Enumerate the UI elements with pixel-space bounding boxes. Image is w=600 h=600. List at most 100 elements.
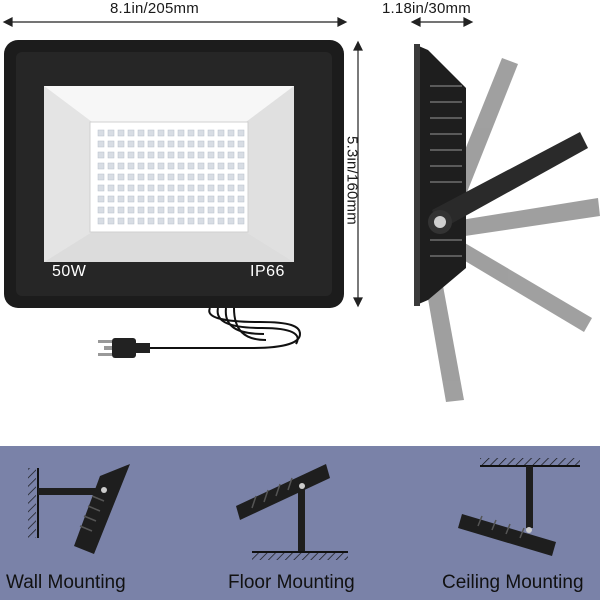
height-dimension-arrow [353,40,363,308]
led-chip [127,217,135,225]
led-chip [117,129,125,137]
led-chip [187,129,195,137]
led-chip [147,129,155,137]
power-rating-label: 50W [52,263,87,280]
led-chip [237,151,245,159]
power-cord [150,307,302,349]
floodlight-side-view [414,44,600,402]
led-chip [127,162,135,170]
led-chip [157,140,165,148]
plug-icon [98,338,150,358]
led-chip [177,173,185,181]
led-chip [137,173,145,181]
led-chip [207,162,215,170]
led-chip [137,129,145,137]
led-chip [147,151,155,159]
led-chip [107,206,115,214]
led-chip [217,129,225,137]
led-chip [187,195,195,203]
floodlight-product-illustration [2,17,600,402]
led-chip [107,151,115,159]
led-chip [117,206,125,214]
led-chip [177,151,185,159]
led-chip [207,206,215,214]
led-chip [117,151,125,159]
led-chip [197,195,205,203]
led-chip [207,195,215,203]
led-chip [177,217,185,225]
led-chip [157,195,165,203]
led-chip [137,217,145,225]
led-chip [167,151,175,159]
led-chip [167,206,175,214]
led-chip [137,195,145,203]
floor-mounting-label: Floor Mounting [228,572,355,593]
led-chip [177,206,185,214]
led-chip [107,162,115,170]
led-chip [127,173,135,181]
led-chip [97,140,105,148]
led-chip [197,151,205,159]
led-chip [227,173,235,181]
led-chip [167,217,175,225]
ceiling-mounting-diagram [458,458,580,556]
led-chip-array [97,129,245,225]
led-chip [227,140,235,148]
led-chip [117,184,125,192]
led-chip [177,140,185,148]
led-chip [157,173,165,181]
led-chip [227,217,235,225]
led-chip [167,195,175,203]
led-chip [237,195,245,203]
led-chip [157,217,165,225]
led-chip [187,151,195,159]
led-chip [107,184,115,192]
led-chip [217,217,225,225]
led-chip [137,140,145,148]
led-chip [157,162,165,170]
led-chip [207,173,215,181]
led-chip [217,151,225,159]
led-chip [237,206,245,214]
led-chip [167,162,175,170]
led-chip [217,140,225,148]
led-chip [147,162,155,170]
led-chip [177,184,185,192]
led-chip [187,162,195,170]
led-chip [237,217,245,225]
led-chip [227,129,235,137]
led-chip [197,217,205,225]
led-chip [147,206,155,214]
led-chip [157,129,165,137]
led-chip [237,129,245,137]
led-chip [127,184,135,192]
ip-rating-label: IP66 [250,263,285,280]
led-chip [177,129,185,137]
wall-mounting-label: Wall Mounting [6,572,126,593]
ceiling-mounting-label: Ceiling Mounting [442,572,584,593]
depth-dimension-arrow [410,17,474,27]
led-chip [107,195,115,203]
led-chip [147,217,155,225]
led-chip [147,195,155,203]
led-chip [117,195,125,203]
led-chip [127,140,135,148]
led-chip [157,184,165,192]
led-chip [197,173,205,181]
led-chip [207,184,215,192]
led-chip [187,184,195,192]
led-chip [197,140,205,148]
led-chip [207,151,215,159]
led-chip [167,140,175,148]
led-chip [217,173,225,181]
led-chip [117,162,125,170]
led-chip [217,195,225,203]
led-chip [97,217,105,225]
led-chip [127,129,135,137]
led-chip [137,151,145,159]
floodlight-front-view [4,40,344,308]
mounting-diagrams [28,458,580,560]
led-chip [177,195,185,203]
led-chip [107,173,115,181]
led-chip [217,206,225,214]
